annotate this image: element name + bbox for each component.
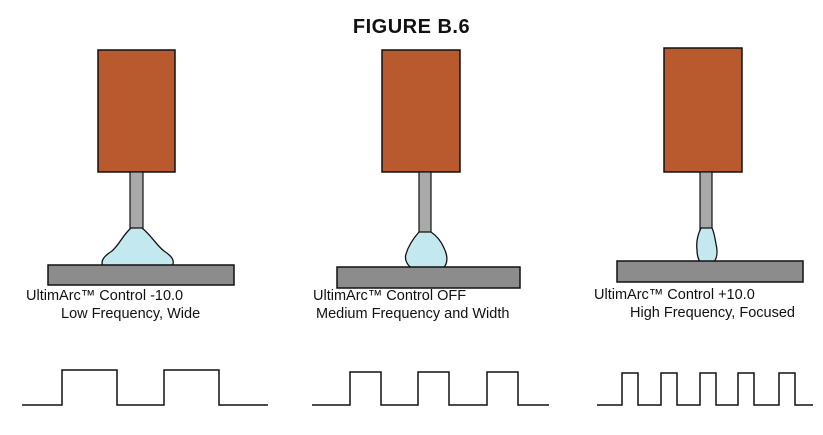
electrode-body <box>97 49 176 173</box>
panel-medium-frequency <box>336 49 521 289</box>
caption-panel-1: UltimArc™ Control -10.0 Low Frequency, W… <box>26 287 200 323</box>
electrode-rod <box>129 171 144 231</box>
waveform-high-frequency <box>597 372 813 406</box>
waveform-low-frequency <box>22 369 268 406</box>
panel-high-frequency <box>616 47 804 283</box>
caption-line-2: Medium Frequency and Width <box>316 306 510 322</box>
workpiece <box>336 266 521 289</box>
electrode-rod <box>418 171 432 235</box>
electrode-body <box>381 49 461 173</box>
arc-plasma-medium <box>404 231 448 269</box>
arc-plasma-focused <box>696 227 718 264</box>
caption-line-1: UltimArc™ Control -10.0 <box>26 288 184 304</box>
caption-line-2: Low Frequency, Wide <box>61 306 201 322</box>
caption-panel-3: UltimArc™ Control +10.0 High Frequency, … <box>594 286 795 322</box>
arc-plasma-wide <box>101 227 174 267</box>
waveform-medium-frequency <box>312 371 549 406</box>
caption-panel-2: UltimArc™ Control OFF Medium Frequency a… <box>313 287 509 323</box>
workpiece <box>616 260 804 283</box>
caption-line-2: High Frequency, Focused <box>630 305 795 321</box>
caption-line-1: UltimArc™ Control OFF <box>313 288 467 304</box>
panel-low-frequency <box>47 49 235 286</box>
caption-line-1: UltimArc™ Control +10.0 <box>594 287 755 303</box>
workpiece <box>47 264 235 286</box>
electrode-rod <box>699 171 713 231</box>
electrode-body <box>663 47 743 173</box>
figure-title: FIGURE B.6 <box>352 16 471 38</box>
